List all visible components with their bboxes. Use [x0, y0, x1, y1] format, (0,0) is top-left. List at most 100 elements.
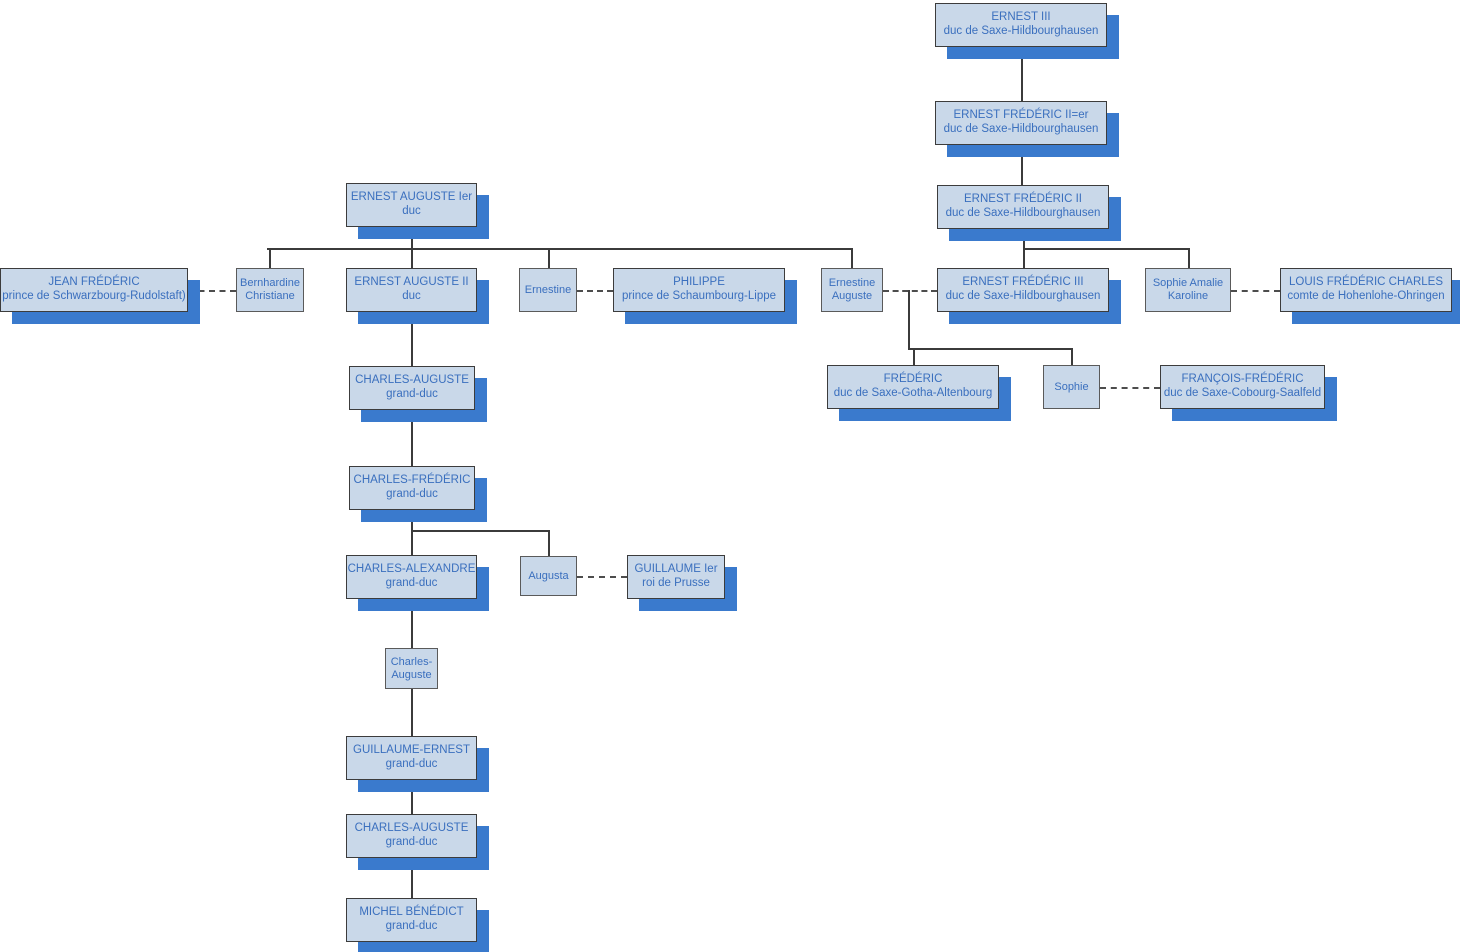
connector-augusta-stub: [548, 530, 550, 556]
node-ernestine[interactable]: Ernestine: [519, 268, 577, 312]
node-title: Sophie Amalie: [1152, 277, 1224, 290]
marriage-line-sophie-francoisfred: [1100, 387, 1160, 389]
connector-cf-drop: [411, 510, 413, 555]
node-title: ERNEST AUGUSTE Ier: [350, 191, 473, 204]
connector-bern-stub: [269, 248, 271, 268]
marriage-line-ernestine-philippe: [577, 290, 613, 292]
node-subtitle: duc de Saxe-Gotha-Altenbourg: [833, 387, 993, 399]
node-title: ERNEST III: [991, 11, 1051, 24]
connector-sophieam-stub: [1188, 248, 1190, 268]
node-title: CHARLES-FRÉDÉRIC: [353, 474, 471, 487]
connector-ef2-sibbar: [1023, 248, 1188, 250]
marriage-line-ernestineaug-ef3: [883, 290, 937, 292]
node-title: GUILLAUME Ier: [634, 563, 718, 576]
connector-ea1-sibbar: [267, 248, 852, 250]
node-subtitle: grand-duc: [386, 488, 438, 500]
node-subtitle: comte de Hohenlohe-Ohringen: [1287, 290, 1445, 302]
connector-sophie-stub: [1071, 348, 1073, 365]
node-title: ERNEST FRÉDÉRIC II=er: [953, 109, 1089, 122]
connector-ca-small-up: [411, 599, 413, 649]
node-subtitle: duc de Saxe-Cobourg-Saalfeld: [1163, 387, 1322, 399]
node-subtitle: Christiane: [245, 290, 295, 302]
node-subtitle: prince de Schwarzbourg-Rudolstaft): [2, 290, 186, 302]
connector-ea2-ca1: [411, 312, 413, 366]
connector-ca1-cf: [411, 410, 413, 466]
node-subtitle: duc: [402, 205, 421, 217]
node-subtitle: roi de Prusse: [642, 577, 710, 589]
marriage-line-sophieamalie-louisfred: [1231, 290, 1280, 292]
node-subtitle: duc de Saxe-Hildbourghausen: [943, 123, 1099, 135]
node-title: MICHEL BÉNÉDICT: [359, 906, 464, 919]
marriage-line-augusta-guillaume: [577, 576, 627, 578]
connector-ernestine-stub: [548, 248, 550, 268]
connector-fred-stub: [913, 348, 915, 365]
node-title: ERNEST FRÉDÉRIC III: [962, 276, 1084, 289]
node-title: ERNEST AUGUSTE II: [354, 276, 469, 289]
node-subtitle: grand-duc: [386, 388, 438, 400]
connector-e3-to-ef2er: [1021, 47, 1023, 101]
node-sophie[interactable]: Sophie: [1043, 365, 1100, 409]
node-subtitle: Auguste: [831, 290, 873, 302]
node-charlesaugsmall[interactable]: Charles-Auguste: [385, 648, 438, 689]
node-title: CHARLES-AUGUSTE: [354, 822, 469, 835]
node-title: FRÉDÉRIC: [883, 373, 943, 386]
connector-ge-ca2: [411, 780, 413, 814]
node-title: CHARLES-AUGUSTE: [355, 374, 469, 387]
connector-ernaug-stub: [851, 248, 853, 268]
node-subtitle: duc de Saxe-Hildbourghausen: [943, 25, 1099, 37]
marriage-line-jeanfred-bernhardine: [188, 290, 236, 292]
node-title: Charles-: [390, 655, 433, 668]
node-subtitle: Karoline: [1167, 290, 1209, 302]
node-title: Augusta: [528, 569, 569, 582]
node-augusta[interactable]: Augusta: [520, 556, 577, 596]
node-title: Sophie: [1054, 380, 1089, 393]
node-subtitle: duc de Saxe-Hildbourghausen: [945, 207, 1101, 219]
node-title: Bernhardine: [240, 277, 300, 290]
node-title: Ernestine: [524, 283, 572, 296]
node-title: FRANÇOIS-FRÉDÉRIC: [1181, 373, 1304, 386]
node-subtitle: Auguste: [391, 668, 432, 681]
connector-ef3-marr-drop: [908, 290, 910, 348]
connector-ef2er-to-ef2: [1021, 145, 1023, 185]
connector-ca2-mb: [411, 858, 413, 898]
connector-ef3-stub: [1023, 248, 1025, 268]
node-subtitle: grand-duc: [385, 577, 438, 589]
node-title: ERNEST FRÉDÉRIC II: [964, 193, 1082, 206]
node-title: GUILLAUME-ERNEST: [353, 744, 470, 757]
connector-ca-small-down: [411, 688, 413, 736]
node-subtitle: prince de Schaumbourg-Lippe: [621, 290, 777, 302]
node-subtitle: grand-duc: [385, 836, 438, 848]
connector-cf-sibbar: [411, 530, 548, 532]
connector-ea2-stub: [411, 248, 413, 268]
node-subtitle: duc: [402, 290, 421, 302]
node-title: PHILIPPE: [673, 276, 725, 289]
node-title: Ernestine: [828, 277, 876, 290]
node-title: LOUIS FRÉDÉRIC CHARLES: [1288, 276, 1443, 289]
node-title: JEAN FRÉDÉRIC: [48, 276, 140, 289]
connector-ef3-child-bar: [908, 348, 1072, 350]
node-subtitle: grand-duc: [385, 920, 438, 932]
node-subtitle: grand-duc: [385, 758, 438, 770]
